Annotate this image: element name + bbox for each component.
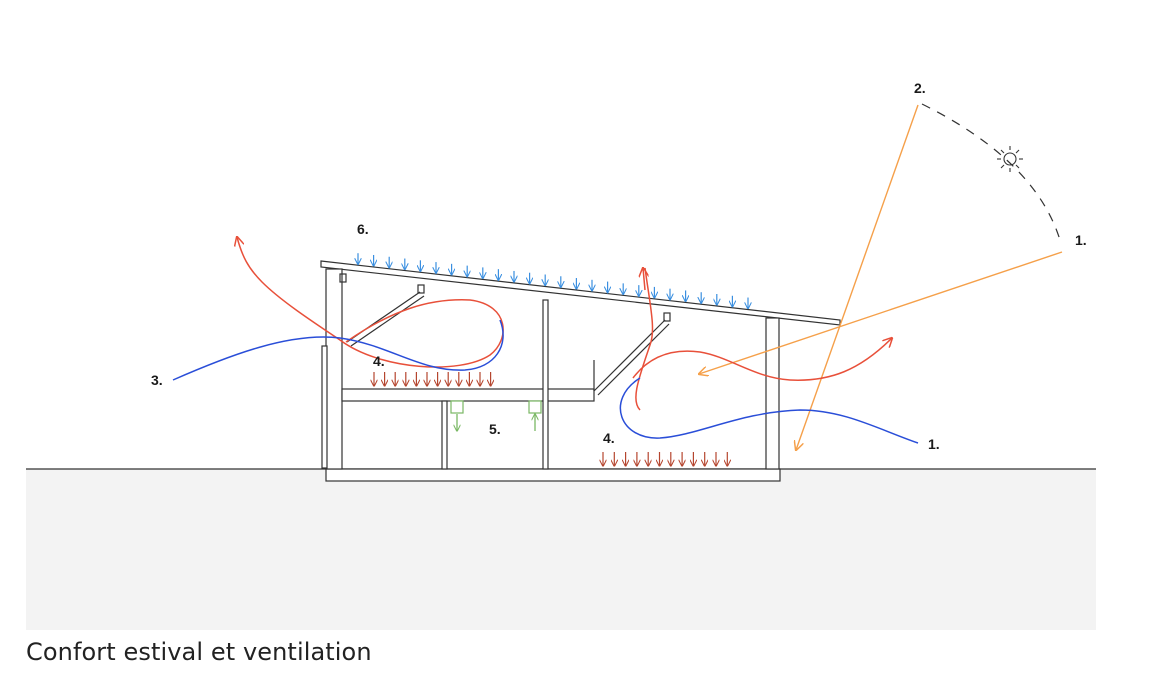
summer-comfort-diagram: 1. 2. 3. 1. 4. 4. 5. 6.	[26, 80, 1096, 630]
label-radiant-lower: 4.	[603, 430, 615, 446]
label-airflow-right: 1.	[928, 436, 940, 452]
right-wall	[765, 317, 780, 470]
roof-cooling-arrows	[358, 253, 748, 308]
roof-bracket	[663, 312, 671, 322]
label-sun-high: 2.	[914, 80, 926, 96]
radiant-arrows-lower	[603, 452, 727, 466]
label-airflow-left: 3.	[151, 372, 163, 388]
left-wall-insulation	[321, 345, 328, 469]
label-roof-cooling: 6.	[357, 221, 369, 237]
roof-bracket	[339, 273, 347, 283]
central-column	[542, 299, 549, 470]
cool-air-left	[172, 319, 504, 381]
warm-air-right	[632, 338, 892, 381]
roof	[320, 260, 841, 326]
foundation-slab	[325, 468, 781, 482]
warm-air-left	[237, 237, 504, 368]
left-wall	[325, 268, 343, 470]
cool-air-right	[619, 377, 919, 444]
sun-ray-high	[796, 104, 919, 450]
building-section	[320, 260, 841, 482]
label-vents: 5.	[489, 421, 501, 437]
stair-lower	[593, 319, 666, 392]
sun-path-arc	[921, 103, 1061, 241]
label-radiant-upper: 4.	[373, 353, 385, 369]
roof-bracket	[417, 284, 425, 294]
mezzanine-floor	[341, 388, 595, 402]
vent-right	[528, 400, 542, 414]
sun-ray-low	[699, 251, 1063, 374]
ground	[26, 469, 1096, 630]
warm-air-center	[635, 267, 654, 411]
label-sun-low: 1.	[1075, 232, 1087, 248]
figure-caption: Confort estival et ventilation	[26, 638, 372, 666]
sun-icon	[997, 146, 1023, 172]
vent-left	[450, 400, 464, 414]
radiant-arrows-upper	[374, 372, 491, 386]
partition-wall	[441, 400, 448, 470]
